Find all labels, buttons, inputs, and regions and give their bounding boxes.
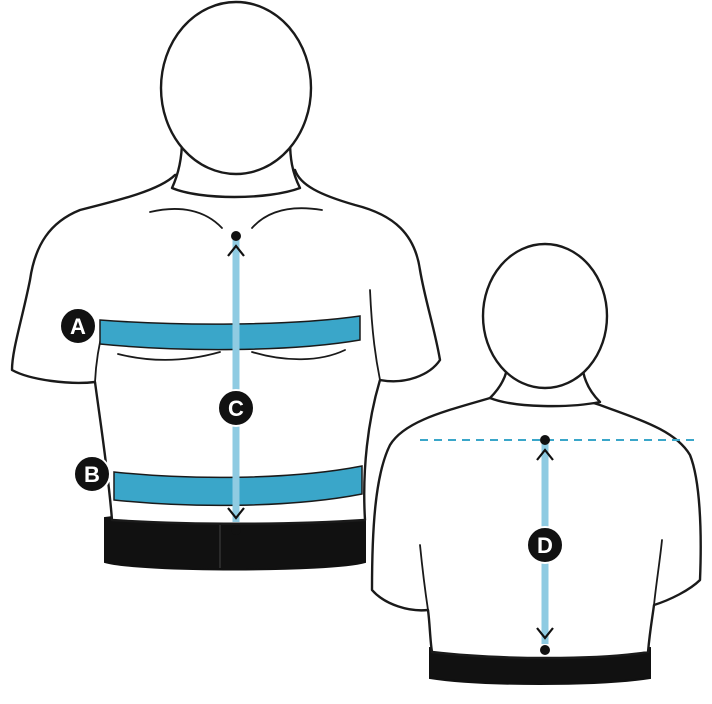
front-length-top-dot — [231, 231, 241, 241]
back-length-bottom-dot — [540, 645, 550, 655]
front-head — [161, 2, 311, 174]
badge-waist-label: B — [84, 462, 100, 487]
badge-back-length: D — [527, 527, 563, 563]
badge-chest: A — [60, 308, 96, 344]
back-head — [483, 244, 607, 388]
back-length-top-dot — [540, 435, 550, 445]
badge-back-length-label: D — [537, 533, 553, 558]
badge-front-length: C — [218, 390, 254, 426]
badge-waist: B — [74, 456, 110, 492]
front-figure: A B C — [12, 2, 440, 570]
badge-chest-label: A — [70, 314, 86, 339]
badge-front-length-label: C — [228, 396, 244, 421]
back-torso — [372, 392, 701, 658]
front-length-bottom-dot — [231, 525, 241, 535]
